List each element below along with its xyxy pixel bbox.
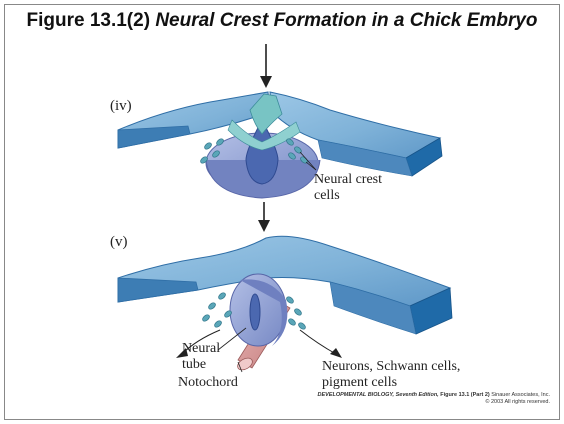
label-derivatives-line2: pigment cells: [322, 375, 397, 390]
label-neural: Neural: [182, 341, 220, 356]
credit-line: DEVELOPMENTAL BIOLOGY, Seventh Edition, …: [317, 392, 550, 406]
stage-v-illustration: (v) Neural tube Notochord Neurons, Schwa…: [110, 202, 460, 390]
arrowhead-right-icon: [330, 348, 342, 358]
credit-book: DEVELOPMENTAL BIOLOGY, Seventh Edition,: [317, 392, 438, 398]
label-neural-crest: Neural crest: [314, 172, 382, 187]
stage-label-v: (v): [110, 234, 128, 250]
label-notochord: Notochord: [178, 375, 238, 390]
migration-arrow-right-icon: [300, 330, 336, 354]
neural-tube-v: [230, 274, 287, 346]
stage-iv-illustration: (iv) Neural crest cells: [110, 44, 442, 203]
credit-figure-ref: Figure 13.1 (Part 2): [440, 392, 490, 398]
down-arrow-icon: [258, 202, 270, 232]
down-arrow-icon: [260, 44, 272, 88]
stage-label-iv: (iv): [110, 98, 132, 114]
label-cells: cells: [314, 188, 340, 203]
credit-copyright: © 2003 All rights reserved.: [317, 399, 550, 406]
label-derivatives-line1: Neurons, Schwann cells,: [322, 359, 460, 374]
credit-publisher: Sinauer Associates, Inc.: [491, 392, 550, 398]
label-tube: tube: [182, 357, 206, 372]
